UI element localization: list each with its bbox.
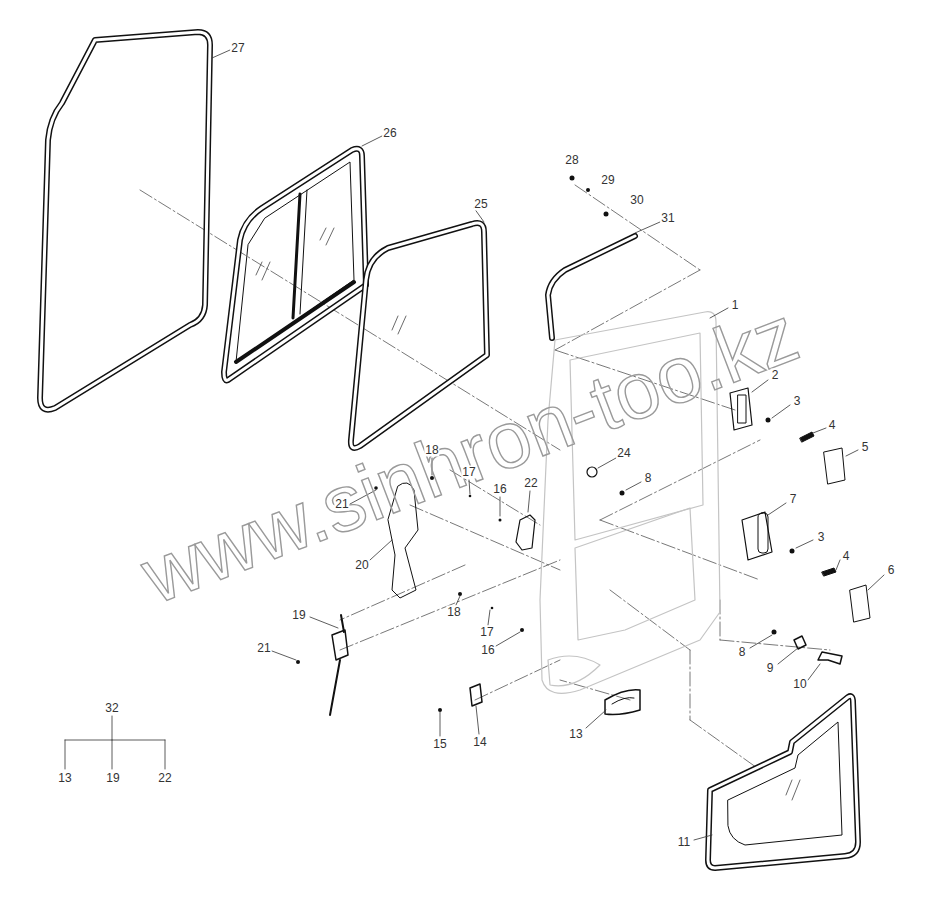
- callout-number: 11: [677, 836, 691, 849]
- watermark: www.sinhron-too.kz: [132, 293, 808, 616]
- callout-number: 16: [492, 483, 507, 496]
- callout-number: 9: [766, 662, 775, 675]
- callout-number: 24: [616, 447, 631, 460]
- callout-number: 17: [461, 466, 476, 479]
- callout-number: 21: [256, 642, 271, 655]
- callout-number: 26: [382, 127, 397, 140]
- callout-number: 18: [446, 606, 461, 619]
- callout-number: 19: [105, 772, 120, 785]
- callout-number: 21: [334, 498, 349, 511]
- callout-number: 8: [644, 472, 653, 485]
- callout-number: 17: [479, 626, 494, 639]
- callout-number: 18: [424, 444, 439, 457]
- callout-number: 25: [473, 198, 488, 211]
- callout-number: 6: [887, 564, 896, 577]
- callout-number: 5: [861, 441, 870, 454]
- callout-number: 4: [828, 419, 837, 432]
- callout-number: 22: [523, 477, 538, 490]
- callout-number: 20: [354, 559, 369, 572]
- callout-number: 15: [432, 738, 447, 751]
- callout-number: 1: [731, 299, 740, 312]
- callout-number: 4: [842, 550, 851, 563]
- callout-number: 19: [291, 609, 306, 622]
- callout-number: 29: [600, 174, 615, 187]
- callout-number: 8: [738, 646, 747, 659]
- callout-number: 30: [629, 194, 644, 207]
- callout-number: 13: [568, 728, 583, 741]
- callout-number: 3: [817, 531, 826, 544]
- callout-number: 22: [157, 772, 172, 785]
- callout-number: 31: [660, 212, 675, 225]
- callout-number: 3: [793, 395, 802, 408]
- callout-number: 10: [792, 678, 807, 691]
- callout-number: 16: [480, 644, 495, 657]
- callout-number: 13: [57, 772, 72, 785]
- callout-number: 32: [104, 702, 119, 715]
- callout-number: 2: [771, 369, 780, 382]
- callout-number: 14: [472, 736, 487, 749]
- callout-number: 28: [564, 154, 579, 167]
- callout-number: 27: [230, 42, 245, 55]
- callout-number: 7: [789, 493, 798, 506]
